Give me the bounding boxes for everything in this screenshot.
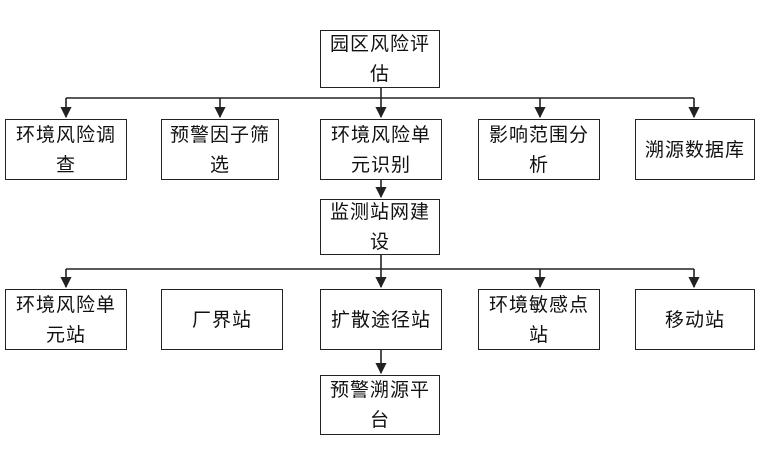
node-label: 环境风险调查 bbox=[15, 123, 116, 176]
node-sensitive-point-station: 环境敏感点站 bbox=[478, 289, 600, 350]
node-label: 园区风险评估 bbox=[329, 33, 430, 85]
node-impact-range-analysis: 影响范围分析 bbox=[478, 119, 600, 180]
node-label: 环境敏感点站 bbox=[488, 293, 589, 346]
node-warning-tracing-platform: 预警溯源平台 bbox=[320, 375, 440, 435]
node-label: 预警因子筛选 bbox=[169, 123, 270, 176]
node-label: 预警溯源平台 bbox=[329, 379, 430, 431]
node-source-tracing-database: 溯源数据库 bbox=[635, 119, 755, 180]
node-label: 环境风险单元识别 bbox=[330, 123, 431, 176]
node-label: 厂界站 bbox=[191, 308, 252, 331]
node-label: 监测站网建设 bbox=[329, 201, 430, 253]
node-mobile-station: 移动站 bbox=[635, 289, 755, 350]
node-warning-factor-screening: 预警因子筛选 bbox=[161, 119, 279, 180]
node-monitoring-network-construction: 监测站网建设 bbox=[320, 199, 440, 255]
node-risk-unit-station: 环境风险单元站 bbox=[5, 289, 127, 350]
node-label: 环境风险单元站 bbox=[15, 293, 116, 346]
node-boundary-station: 厂界站 bbox=[161, 289, 283, 350]
node-diffusion-path-station: 扩散途径站 bbox=[320, 289, 442, 350]
node-label: 影响范围分析 bbox=[488, 123, 589, 176]
node-park-risk-assessment: 园区风险评估 bbox=[320, 30, 440, 88]
node-label: 溯源数据库 bbox=[644, 138, 745, 161]
node-label: 移动站 bbox=[664, 308, 725, 331]
node-env-risk-survey: 环境风险调查 bbox=[5, 119, 127, 180]
node-risk-unit-identification: 环境风险单元识别 bbox=[320, 119, 442, 180]
node-label: 扩散途径站 bbox=[330, 308, 431, 331]
